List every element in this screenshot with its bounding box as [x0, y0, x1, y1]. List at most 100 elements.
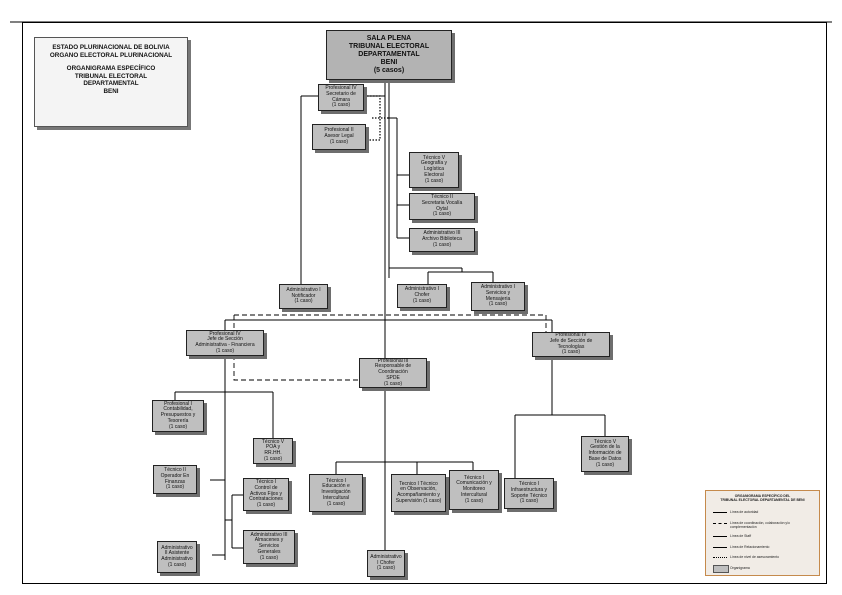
node-text-line: II Asistente [164, 550, 190, 557]
node-text-line: (1 caso) [432, 211, 452, 218]
node-text-line: Tecnologías [557, 343, 585, 350]
node-text-line: Contrataciones [249, 496, 283, 503]
node-text-line: Supervisión (1 caso) [395, 497, 442, 504]
node-text-line: en Observación, [400, 486, 437, 493]
node-text-line: SPDE [386, 374, 400, 381]
node-text-line: Profesional III [377, 357, 409, 364]
node-text-line: Administrativo [161, 556, 193, 562]
node-text-line: Técnico I [325, 477, 347, 484]
node-text-line: Información de [588, 450, 622, 457]
node-text-line: (1 caso) [412, 297, 432, 304]
node-text-line: Educación e [322, 483, 350, 490]
node-text-line: (1 caso) [326, 500, 346, 507]
legend-title-line-2: TRIBUNAL ELECTORAL DEPARTAMENTAL DE BENI [720, 498, 805, 503]
title-line-6: BENI [103, 87, 119, 95]
node-text-line: Investigación [321, 489, 351, 496]
node-text-line: (1 caso) [331, 102, 351, 109]
node-text-line: (1 caso) [215, 347, 235, 354]
title-line-2: ORGANO ELECTORAL PLURINACIONAL [49, 51, 173, 59]
node-text-line: Técnico I [255, 479, 277, 486]
node-text-line: (1 caso) [168, 423, 188, 430]
node-text-line: Oytal [436, 205, 448, 212]
node-text-line: TRIBUNAL ELECTORAL [348, 42, 430, 50]
node-text-line: DEPARTAMENTAL [358, 50, 420, 58]
title-line-1: ESTADO PLURINACIONAL DE BOLIVIA [52, 44, 170, 51]
node-text-line: (1 caso) [329, 138, 349, 145]
legend-label: Línea de Staff [730, 534, 752, 538]
node-text-line: Jefe de Sección de [549, 337, 593, 344]
legend-row-organigram: Organigrama [713, 565, 816, 573]
node-text-line: Secretaria Vocalía [421, 199, 463, 206]
node-text-line: Electoral [424, 171, 444, 178]
node-text-line: Presupuestos y [160, 412, 196, 419]
node-text-line: Coordinación [378, 369, 408, 376]
node-text-line: Soporte Técnico [510, 492, 548, 499]
node-text-line: Profesional IV [209, 330, 241, 337]
node-text-line: Técnico I [463, 474, 485, 481]
node-text-line: Archivo Biblioteca [422, 236, 462, 243]
node-text-line: Contabilidad, [163, 406, 193, 413]
node-text-line: Mensajeria [485, 295, 511, 302]
node-text-line: Cámara [332, 96, 350, 103]
node-text-line: Tecnico I Técnico [399, 480, 438, 487]
node-text-line: (1 caso) [165, 484, 185, 491]
node-text-line: (1 caso) [256, 502, 276, 509]
node-text-line: Técnico V [422, 154, 446, 161]
node-text-line: Técnico V [261, 438, 285, 445]
legend-label: Línea de autoridad [730, 510, 759, 514]
legend-label: Línea de Relacionamiento [730, 545, 770, 549]
node-text-line: Gestión de la [590, 444, 620, 451]
node-text-line: Infraestructura y [510, 486, 548, 493]
node-text-line: Notificador [291, 292, 316, 299]
node-text-line: (1 caso) [561, 349, 581, 356]
legend-label: Línea de coordinación, colaboración y/o … [730, 521, 790, 530]
node-text-line: Técnico I [518, 481, 540, 487]
node-text-line: Administrativo [161, 544, 193, 551]
legend-row-advisory: Línea de nivel de asesoramiento [713, 554, 816, 562]
node-text-line: (1 caso) [294, 298, 313, 305]
node-text-line: Jefe de Sección [207, 336, 243, 343]
node-text-line: Chofer [414, 292, 430, 299]
node-text-line: Generales [257, 548, 281, 555]
node-text-line: POA y [265, 444, 281, 451]
node-text-line: (1 caso) [519, 498, 539, 505]
node-text-line: Secretario de [326, 90, 356, 97]
node-text-line: Base de Datos [588, 455, 622, 462]
node-text-line: Finanzas [164, 478, 186, 485]
node-text-line: Asesor Legal [324, 133, 354, 140]
node-text-line: (1 caso) [488, 301, 508, 308]
solid-line-sample [713, 547, 727, 548]
node-text-line: SALA PLENA [366, 34, 412, 42]
node-text-line: Intercultural [322, 494, 350, 501]
legend-box: ORGANIGRAMA ESPECÍFICO DEL TRIBUNAL ELEC… [705, 490, 820, 576]
node-text-line: Administrativo III [423, 230, 461, 237]
dotted-line-sample [713, 557, 727, 558]
node-swatch [713, 565, 729, 573]
legend-row-staff: Línea de Staff [713, 533, 816, 541]
node-text-line: Servicios [258, 543, 280, 550]
node-text-line: Operador En [160, 472, 190, 479]
node-text-line: RR.HH. [264, 450, 282, 456]
node-text-line: BENI [380, 59, 398, 67]
node-text-line: Profesional II [324, 127, 354, 134]
legend-row-coordination: Línea de coordinación, colaboración y/o … [713, 520, 816, 530]
organization-title-block: ESTADO PLURINACIONAL DE BOLIVIA ORGANO E… [34, 37, 188, 127]
node-text-line: (1 caso) [432, 241, 452, 248]
